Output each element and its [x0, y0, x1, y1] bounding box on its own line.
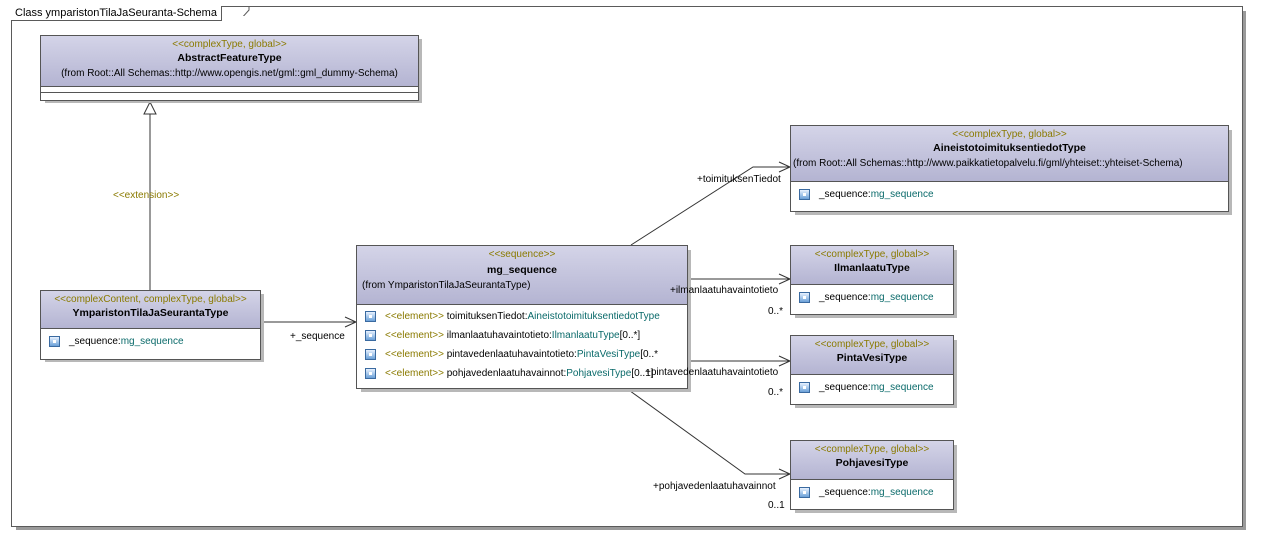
class-aineisto-type[interactable]: <<complexType, global>> Aineistotoimituk…	[790, 125, 1229, 212]
extension-label: <<extension>>	[113, 190, 180, 201]
class-name: AbstractFeatureType	[177, 52, 282, 64]
attribute-compartment: _sequence:mg_sequence	[791, 285, 953, 309]
stereotype: <<complexContent, complexType, global>>	[54, 294, 247, 305]
pohja-role-label: +pohjavedenlaatuhavainnot	[653, 481, 776, 492]
attribute-row[interactable]: _sequence:mg_sequence	[47, 332, 260, 351]
attribute-type: mg_sequence	[120, 336, 184, 347]
attribute-row[interactable]: _sequence:mg_sequence	[797, 185, 1228, 204]
attribute-row[interactable]: _sequence:mg_sequence	[797, 483, 953, 502]
element-row[interactable]: <<element>> ilmanlaatuhavaintotieto:Ilma…	[363, 326, 687, 345]
class-origin: (from Root::All Schemas::http://www.open…	[61, 68, 398, 79]
attribute-name: _sequence:	[819, 487, 871, 498]
stereotype: <<complexType, global>>	[814, 249, 930, 260]
attribute-compartment: _sequence:mg_sequence	[791, 182, 1228, 206]
class-ymparisto-type[interactable]: <<complexContent, complexType, global>> …	[40, 290, 261, 360]
stereotype: <<complexType, global>>	[172, 39, 287, 50]
attribute-compartment: _sequence:mg_sequence	[791, 375, 953, 399]
frame-title: Class ymparistonTilaJaSeuranta-Schema	[11, 6, 222, 21]
attribute-compartment: _sequence:mg_sequence	[791, 480, 953, 504]
element-compartment: <<element>> toimituksenTiedot:Aineistoto…	[357, 305, 687, 385]
element-stereotype: <<element>>	[385, 330, 444, 341]
element-stereotype: <<element>>	[385, 349, 444, 360]
attribute-type: mg_sequence	[870, 292, 934, 303]
attribute-name: _sequence:	[819, 292, 871, 303]
element-name: pohjavedenlaatuhavainnot:	[443, 368, 567, 379]
element-stereotype: <<element>>	[385, 368, 444, 379]
attribute-name: _sequence:	[819, 189, 871, 200]
class-name: PintaVesiType	[836, 352, 908, 364]
sequence-role-label: +_sequence	[290, 331, 345, 342]
class-pintavesi-type[interactable]: <<complexType, global>> PintaVesiType _s…	[790, 335, 954, 405]
attribute-icon	[799, 487, 810, 498]
class-header: <<complexType, global>> PohjavesiType	[791, 441, 953, 480]
class-name: PohjavesiType	[835, 457, 909, 469]
element-stereotype: <<element>>	[385, 311, 444, 322]
element-row[interactable]: <<element>> pohjavedenlaatuhavainnot:Poh…	[363, 364, 687, 383]
class-origin: (from Root::All Schemas::http://www.paik…	[793, 158, 1183, 169]
class-header: <<complexType, global>> AbstractFeatureT…	[41, 36, 418, 87]
attribute-icon	[799, 382, 810, 393]
pohja-association	[625, 387, 790, 475]
class-abstract-feature-type[interactable]: <<complexType, global>> AbstractFeatureT…	[40, 35, 419, 101]
class-name: IlmanlaatuType	[834, 262, 910, 274]
stereotype: <<complexType, global>>	[952, 129, 1067, 140]
element-type: PintaVesiType	[576, 349, 641, 360]
class-header: <<sequence>> mg_sequence (from Ymparisto…	[357, 246, 687, 305]
element-icon	[365, 349, 376, 360]
element-icon	[365, 368, 376, 379]
class-header: <<complexType, global>> PintaVesiType	[791, 336, 953, 375]
class-name: mg_sequence	[486, 264, 558, 276]
element-type: PohjavesiType	[566, 368, 632, 379]
attribute-name: _sequence:	[69, 336, 121, 347]
attribute-type: mg_sequence	[870, 487, 934, 498]
class-header: <<complexType, global>> IlmanlaatuType	[791, 246, 953, 285]
attribute-icon	[799, 189, 810, 200]
frame-tab-corner	[242, 6, 250, 16]
class-origin: (from YmparistonTilaJaSeurantaType)	[362, 280, 531, 291]
ilman-multiplicity: 0..*	[768, 306, 784, 317]
attribute-type: mg_sequence	[870, 189, 934, 200]
stereotype: <<sequence>>	[488, 249, 556, 260]
class-header: <<complexContent, complexType, global>> …	[41, 291, 260, 329]
element-name: toimituksenTiedot:	[443, 311, 528, 322]
element-multiplicity: [0..1]	[631, 368, 654, 379]
attribute-icon	[799, 292, 810, 303]
class-ilmanlaatu-type[interactable]: <<complexType, global>> IlmanlaatuType _…	[790, 245, 954, 315]
element-row[interactable]: <<element>> toimituksenTiedot:Aineistoto…	[363, 307, 687, 326]
element-name: ilmanlaatuhavaintotieto:	[443, 330, 552, 341]
element-type: IlmanlaatuType	[551, 330, 620, 341]
element-multiplicity: [0..*	[640, 349, 658, 360]
attribute-row[interactable]: _sequence:mg_sequence	[797, 378, 953, 397]
pohja-multiplicity: 0..1	[768, 500, 785, 511]
attribute-icon	[49, 336, 60, 347]
toimitus-role-label: +toimituksenTiedot	[697, 174, 781, 185]
extension-arrowhead	[143, 100, 157, 115]
class-mg-sequence[interactable]: <<sequence>> mg_sequence (from Ymparisto…	[356, 245, 688, 389]
element-row[interactable]: <<element>> pintavedenlaatuhavaintotieto…	[363, 345, 687, 364]
attribute-compartment: _sequence:mg_sequence	[41, 329, 260, 353]
toimitus-association	[630, 166, 790, 246]
attribute-type: mg_sequence	[870, 382, 934, 393]
stereotype: <<complexType, global>>	[814, 339, 930, 350]
attribute-row[interactable]: _sequence:mg_sequence	[797, 288, 953, 307]
class-pohjavesi-type[interactable]: <<complexType, global>> PohjavesiType _s…	[790, 440, 954, 510]
element-name: pintavedenlaatuhavaintotieto:	[443, 349, 577, 360]
operation-compartment	[41, 92, 418, 99]
pinta-multiplicity: 0..*	[768, 387, 784, 398]
class-name: AineistotoimituksentiedotType	[933, 142, 1086, 154]
pinta-role-label: +pintavedenlaatuhavaintotieto	[645, 367, 779, 378]
class-name: YmparistonTilaJaSeurantaType	[72, 307, 229, 319]
ilman-role-label: +ilmanlaatuhavaintotieto	[670, 285, 779, 296]
attribute-name: _sequence:	[819, 382, 871, 393]
stereotype: <<complexType, global>>	[814, 444, 930, 455]
element-icon	[365, 311, 376, 322]
element-type: AineistotoimituksentiedotType	[527, 311, 660, 322]
class-header: <<complexType, global>> Aineistotoimituk…	[791, 126, 1228, 182]
element-icon	[365, 330, 376, 341]
element-multiplicity: [0..*]	[619, 330, 641, 341]
